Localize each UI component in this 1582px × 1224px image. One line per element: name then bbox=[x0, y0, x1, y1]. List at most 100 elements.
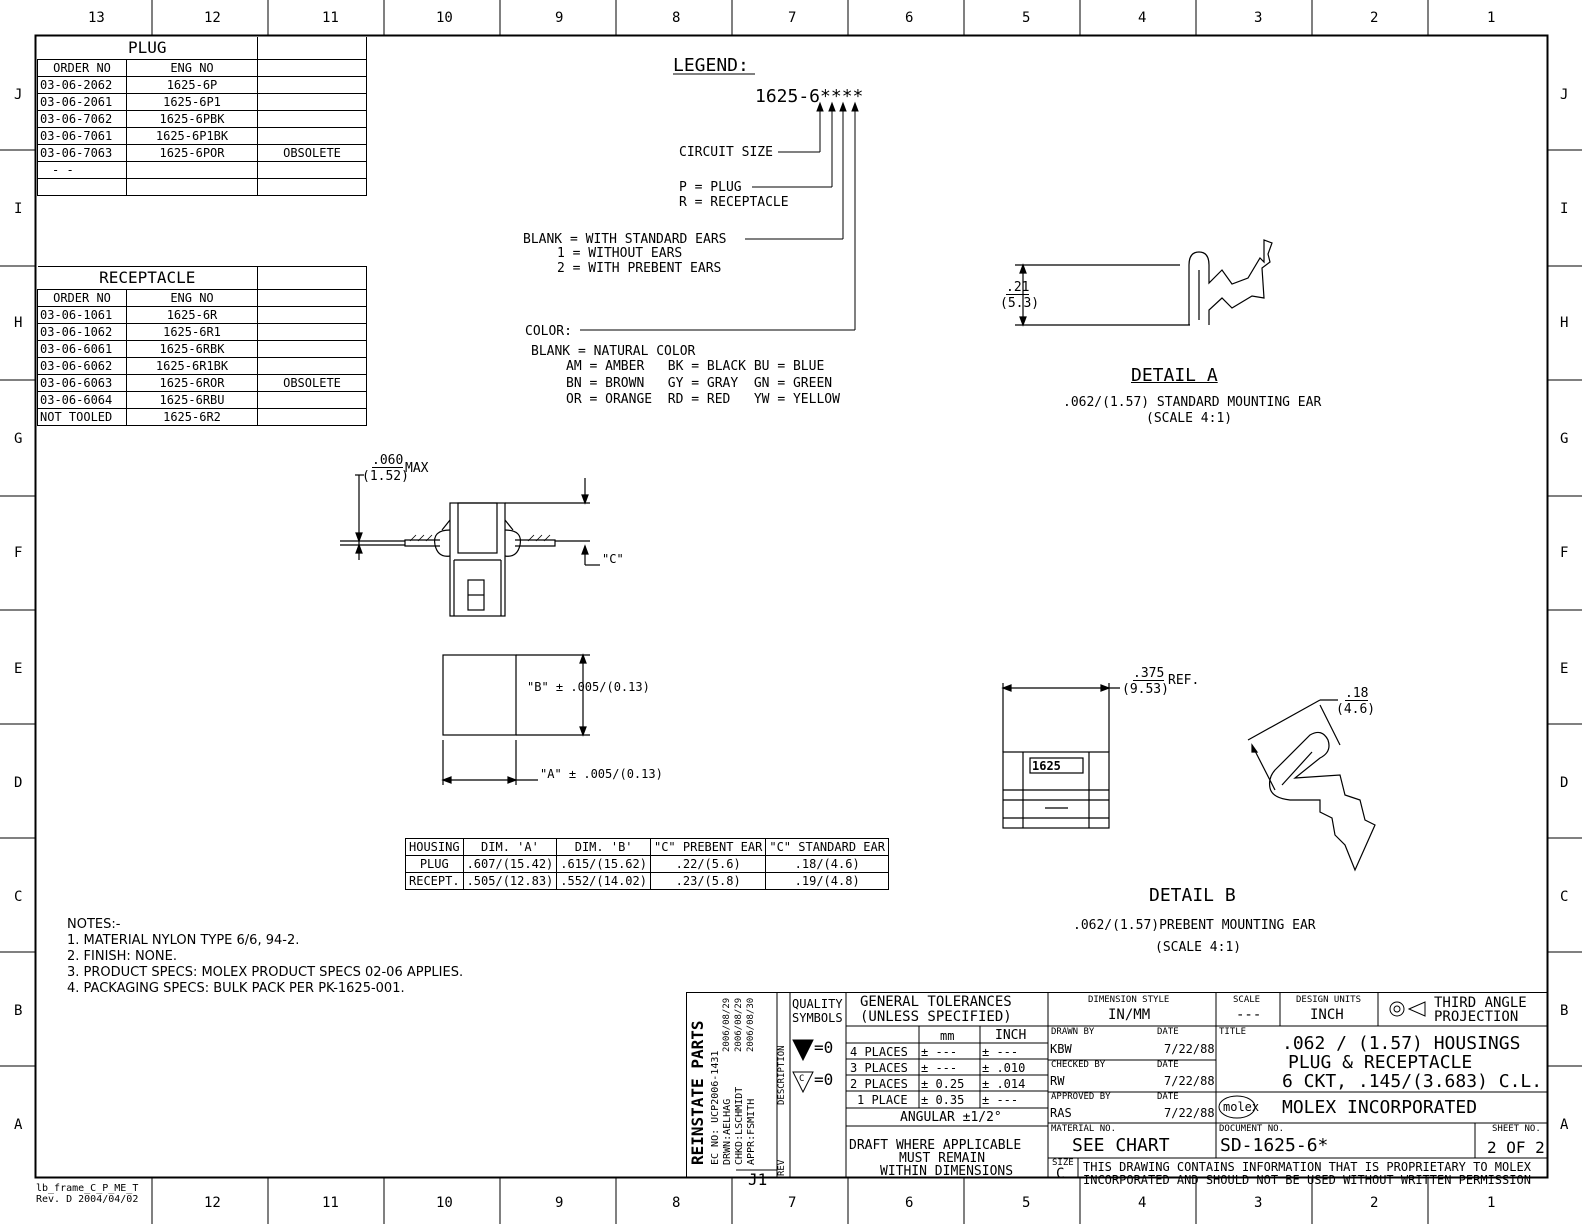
molex-logo: molex bbox=[1223, 1100, 1260, 1114]
tolerances-mm: mm bbox=[940, 1029, 955, 1043]
row-left-d: D bbox=[14, 775, 23, 791]
legend-color-label: COLOR: bbox=[525, 324, 572, 339]
zone-top-5: 5 bbox=[1022, 10, 1031, 26]
quality-symbol-2: =0 bbox=[814, 1070, 834, 1089]
revision-ec: EC NO: UCP2006-1431 bbox=[710, 1050, 721, 1165]
block-a-dim: "A" ± .005/(0.13) bbox=[540, 767, 663, 781]
top-view-label: 1625 bbox=[1032, 759, 1061, 773]
zone-top-4: 4 bbox=[1138, 10, 1147, 26]
zone-bottom-12: 12 bbox=[204, 1195, 221, 1211]
revision-date-1: 2006/08/29 bbox=[722, 997, 732, 1052]
plug-table-title: PLUG bbox=[37, 37, 258, 60]
note-3: 3. PRODUCT SPECS: MOLEX PRODUCT SPECS 02… bbox=[67, 965, 464, 980]
zone-bottom-5: 5 bbox=[1022, 1195, 1031, 1211]
zone-bottom-1: 1 bbox=[1487, 1195, 1496, 1211]
legend-color-0: BLANK = NATURAL COLOR bbox=[531, 344, 696, 359]
row-left-c: C bbox=[14, 889, 23, 905]
revision-drwn: DRWN:AELHAG bbox=[722, 1098, 733, 1165]
legend-ears-standard: BLANK = WITH STANDARD EARS bbox=[523, 232, 727, 247]
row-right-g: G bbox=[1560, 431, 1569, 447]
proprietary-line-1: THIS DRAWING CONTAINS INFORMATION THAT I… bbox=[1083, 1160, 1531, 1174]
notes-title: NOTES:- bbox=[67, 917, 121, 932]
frame-rev: Rev. D 2004/04/02 bbox=[36, 1194, 139, 1205]
legend-color-3: OR = ORANGE RD = RED YW = YELLOW bbox=[566, 392, 840, 407]
row-right-b: B bbox=[1560, 1003, 1569, 1019]
title-line-2: PLUG & RECEPTACLE bbox=[1288, 1052, 1473, 1073]
proprietary-line-2: INCORPORATED AND SHOULD NOT BE USED WITH… bbox=[1083, 1173, 1531, 1187]
zone-bottom-11: 11 bbox=[322, 1195, 339, 1211]
dim-header-c-standard: "C" STANDARD EAR bbox=[765, 838, 889, 856]
top-ref-den: (9.53) bbox=[1122, 682, 1169, 697]
table-row: - - bbox=[37, 161, 367, 179]
legend-ears-without: 1 = WITHOUT EARS bbox=[557, 246, 683, 261]
zone-top-11: 11 bbox=[322, 10, 339, 26]
zone-bottom-7: 7 bbox=[788, 1195, 797, 1211]
dimension-table: HOUSING DIM. 'A' DIM. 'B' "C" PREBENT EA… bbox=[405, 838, 889, 890]
zone-top-6: 6 bbox=[905, 10, 914, 26]
row-left-j: J bbox=[14, 87, 23, 103]
detail-b-subtitle: .062/(1.57)PREBENT MOUNTING EAR bbox=[1073, 918, 1316, 933]
projection-line-2: PROJECTION bbox=[1434, 1009, 1519, 1025]
side-dim-num: .060 bbox=[372, 453, 404, 468]
detail-a-title: DETAIL A bbox=[1131, 365, 1218, 386]
row-left-i: I bbox=[14, 201, 23, 217]
revision-date-3: 2006/08/30 bbox=[746, 997, 756, 1052]
title-line-1: .062 / (1.57) HOUSINGS bbox=[1282, 1033, 1521, 1054]
legend-receptacle: R = RECEPTACLE bbox=[679, 195, 789, 210]
side-c-label: "C" bbox=[602, 552, 624, 566]
zone-top-3: 3 bbox=[1254, 10, 1263, 26]
zone-bottom-10: 10 bbox=[436, 1195, 453, 1211]
note-4: 4. PACKAGING SPECS: BULK PACK PER PK-162… bbox=[67, 981, 405, 996]
plug-header-eng: ENG NO bbox=[126, 59, 258, 77]
sheet-no: 2 OF 2 bbox=[1487, 1138, 1545, 1157]
row-right-e: E bbox=[1560, 661, 1569, 677]
projection-line-1: THIRD ANGLE bbox=[1434, 995, 1527, 1011]
zone-bottom-3: 3 bbox=[1254, 1195, 1263, 1211]
tolerances-title: GENERAL TOLERANCES bbox=[860, 994, 1012, 1010]
zone-bottom-8: 8 bbox=[672, 1195, 681, 1211]
dim-header-c-prebent: "C" PREBENT EAR bbox=[649, 838, 767, 856]
block-view-drawing bbox=[441, 653, 590, 785]
top-ref-num: .375 bbox=[1133, 666, 1165, 681]
sheet-size: C bbox=[1056, 1166, 1065, 1182]
document-no: SD-1625-6* bbox=[1220, 1135, 1329, 1156]
legend-title: LEGEND: bbox=[673, 55, 749, 76]
title-line-3: 6 CKT, .145/(3.683) C.L. bbox=[1282, 1071, 1543, 1092]
company-name: MOLEX INCORPORATED bbox=[1282, 1097, 1478, 1118]
drawn-by: KBW bbox=[1050, 1042, 1072, 1056]
note-1: 1. MATERIAL NYLON TYPE 6/6, 94-2. bbox=[67, 933, 300, 948]
revision-title: REINSTATE PARTS bbox=[688, 1020, 707, 1166]
revision-rev: J1 bbox=[748, 1170, 768, 1189]
tolerances-inch: INCH bbox=[995, 1028, 1027, 1043]
tolerances-draft-1: DRAFT WHERE APPLICABLE bbox=[849, 1138, 1022, 1153]
side-view-drawing bbox=[340, 474, 600, 617]
zone-bottom-6: 6 bbox=[905, 1195, 914, 1211]
quality-symbol-1: =0 bbox=[814, 1038, 834, 1057]
tolerances-subtitle: (UNLESS SPECIFIED) bbox=[860, 1009, 1012, 1025]
table-row: PLUG .607/(15.42) .615/(15.62) .22/(5.6)… bbox=[405, 855, 889, 873]
side-dim-max: MAX bbox=[405, 461, 429, 476]
zone-top-9: 9 bbox=[555, 10, 564, 26]
revision-date-2: 2006/08/29 bbox=[734, 997, 744, 1052]
legend-ears-prebent: 2 = WITH PREBENT EARS bbox=[557, 261, 722, 276]
row-left-h: H bbox=[14, 315, 23, 331]
zone-top-12: 12 bbox=[204, 10, 221, 26]
table-row: RECEPT. .505/(12.83) .552/(14.02) .23/(5… bbox=[405, 872, 889, 890]
row-right-i: I bbox=[1560, 201, 1569, 217]
row-left-g: G bbox=[14, 431, 23, 447]
dim-header-housing: HOUSING bbox=[405, 838, 464, 856]
frame-id: lb_frame_C_P_ME_T bbox=[36, 1183, 139, 1194]
receptacle-table-title: RECEPTACLE bbox=[37, 266, 258, 290]
row-left-b: B bbox=[14, 1003, 23, 1019]
row-right-c: C bbox=[1560, 889, 1569, 905]
